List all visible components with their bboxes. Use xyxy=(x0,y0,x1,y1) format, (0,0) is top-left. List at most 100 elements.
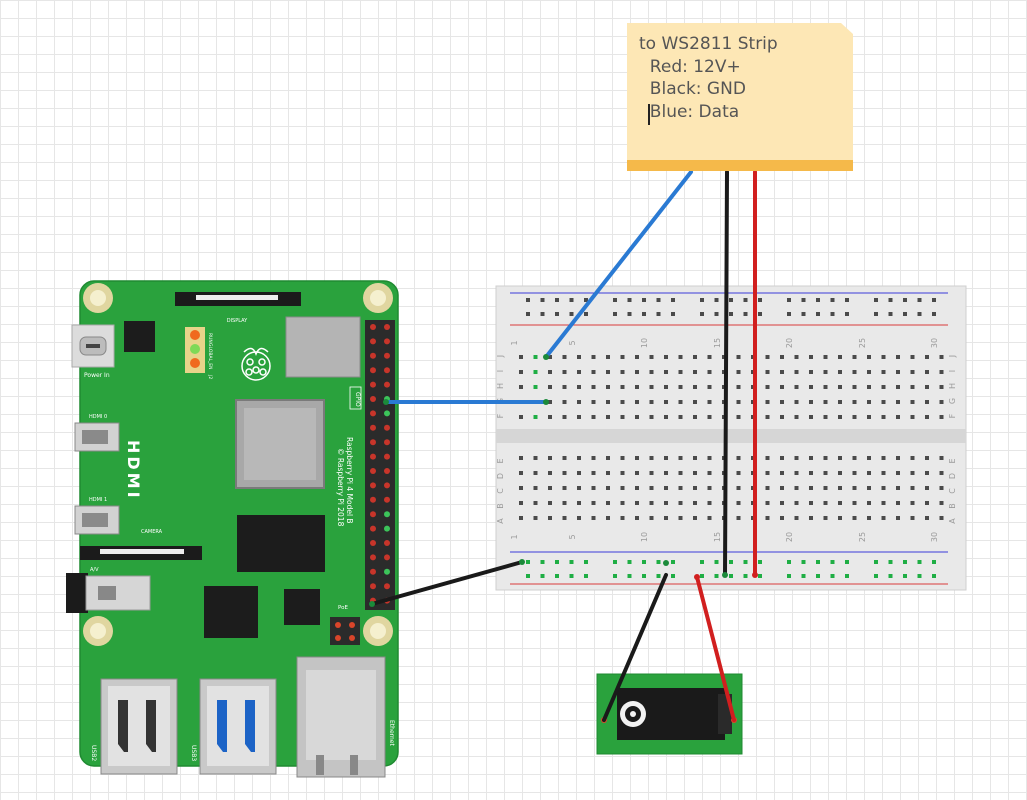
breadboard-hole xyxy=(758,298,762,302)
breadboard-hole xyxy=(780,501,784,505)
breadboard-hole xyxy=(867,355,871,359)
breadboard-hole xyxy=(823,355,828,359)
breadboard-hole xyxy=(939,355,944,359)
gpio-pin xyxy=(384,525,390,532)
breadboard-hole xyxy=(519,471,523,475)
breadboard-hole xyxy=(700,312,704,316)
breadboard: 1 5 10 15 20 25 30 1 5 10 15 20 25 30 J … xyxy=(495,285,967,591)
breadboard-hole xyxy=(707,355,712,359)
breadboard-hole xyxy=(627,560,632,564)
breadboard-hole xyxy=(809,415,813,419)
breadboard-hole xyxy=(896,456,900,460)
breadboard-hole xyxy=(649,456,654,460)
gpio-pin xyxy=(370,424,376,431)
breadboard-hole xyxy=(591,415,596,419)
breadboard-hole xyxy=(910,516,915,520)
breadboard-labels: 1 5 10 15 20 25 30 1 5 10 15 20 25 30 J … xyxy=(496,338,957,542)
breadboard-hole xyxy=(780,486,784,490)
note-text[interactable]: to WS2811 Strip Red: 12V+ Black: GND Blu… xyxy=(639,33,778,123)
breadboard-hole xyxy=(765,385,770,389)
breadboard-hole xyxy=(809,456,813,460)
breadboard-hole xyxy=(555,298,559,302)
breadboard-hole xyxy=(787,298,791,302)
breadboard-hole xyxy=(910,355,915,359)
usb3-port xyxy=(199,678,277,775)
row-letter-e-right: E xyxy=(948,458,957,463)
breadboard-hole xyxy=(569,560,574,564)
note-ws2811[interactable]: to WS2811 Strip Red: 12V+ Black: GND Blu… xyxy=(627,23,853,171)
breadboard-hole xyxy=(932,574,936,578)
gpio-pin xyxy=(370,540,376,546)
breadboard-hole xyxy=(787,312,791,316)
breadboard-hole xyxy=(664,355,668,359)
model-label: Raspberry Pi 4 Model B xyxy=(345,437,354,524)
breadboard-hole xyxy=(888,574,893,578)
gpio-pin xyxy=(384,352,390,359)
breadboard-hole xyxy=(823,400,828,404)
breadboard-hole xyxy=(888,560,893,564)
breadboard-hole xyxy=(548,516,552,520)
breadboard-hole xyxy=(794,415,799,419)
usb3-label: USB3 xyxy=(190,745,197,761)
breadboard-hole xyxy=(939,415,944,419)
breadboard-hole xyxy=(707,486,712,490)
breadboard-hole xyxy=(591,516,596,520)
breadboard-hole xyxy=(925,370,929,374)
breadboard-hole xyxy=(613,574,617,578)
breadboard-hole xyxy=(526,560,530,564)
breadboard-hole xyxy=(780,385,784,389)
gpio-pin xyxy=(370,367,376,374)
breadboard-hole xyxy=(562,355,567,359)
gpio-pin xyxy=(370,453,376,460)
breadboard-hole xyxy=(700,574,704,578)
breadboard-hole xyxy=(707,456,712,460)
note-bottom-bar xyxy=(627,160,853,171)
col-label-top-25: 25 xyxy=(858,338,867,348)
wire-black-pi-gnd xyxy=(370,560,524,606)
breadboard-hole xyxy=(939,516,944,520)
gpio-pin xyxy=(370,468,376,474)
breadboard-hole xyxy=(577,516,581,520)
breadboard-hole xyxy=(939,501,944,505)
gpio-header xyxy=(365,320,395,610)
breadboard-hole xyxy=(816,574,820,578)
breadboard-hole xyxy=(852,516,857,520)
note-line-2: Red: 12V+ xyxy=(639,56,741,77)
breadboard-hole xyxy=(939,385,944,389)
breadboard-hole xyxy=(707,516,712,520)
gpio-pin xyxy=(384,324,390,330)
breadboard-hole xyxy=(627,312,632,316)
breadboard-hole xyxy=(838,400,842,404)
breadboard-hole xyxy=(910,385,915,389)
breadboard-hole xyxy=(678,400,683,404)
breadboard-hole xyxy=(707,415,712,419)
row-letter-b-left: B xyxy=(496,503,505,509)
gpio-pin xyxy=(384,511,390,518)
breadboard-hole xyxy=(910,370,915,374)
gpio-pin xyxy=(384,540,390,546)
breadboard-hole xyxy=(664,456,668,460)
breadboard-hole xyxy=(664,486,668,490)
gpio-pin xyxy=(370,439,376,446)
breadboard-hole xyxy=(649,400,654,404)
breadboard-hole xyxy=(925,385,929,389)
usb2-port xyxy=(100,678,178,775)
breadboard-hole xyxy=(881,456,886,460)
breadboard-hole xyxy=(664,400,668,404)
breadboard-hole xyxy=(519,516,523,520)
breadboard-hole xyxy=(881,355,886,359)
breadboard-hole xyxy=(577,486,581,490)
breadboard-hole xyxy=(569,298,574,302)
ethernet-chip xyxy=(284,589,320,625)
breadboard-hole xyxy=(620,456,625,460)
breadboard-hole xyxy=(548,355,552,359)
breadboard-hole xyxy=(555,574,559,578)
breadboard-hole xyxy=(794,516,799,520)
mounting-hole-tr xyxy=(363,283,393,313)
breadboard-hole xyxy=(577,456,581,460)
breadboard-hole xyxy=(780,355,784,359)
breadboard-hole xyxy=(649,355,654,359)
breadboard-hole xyxy=(794,370,799,374)
breadboard-hole xyxy=(874,560,878,564)
breadboard-hole xyxy=(765,516,770,520)
